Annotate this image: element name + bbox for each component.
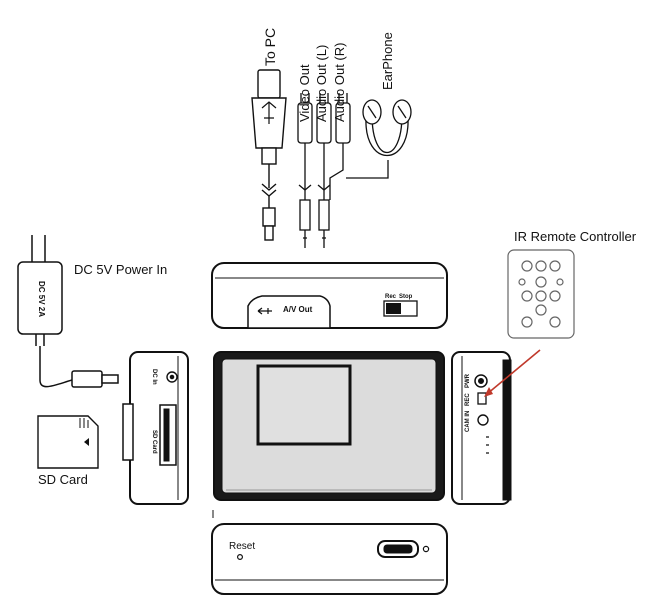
label-sd-card-slot: SD Card <box>151 430 157 454</box>
label-dc-in: DC In <box>151 369 157 385</box>
power-adapter <box>17 235 119 388</box>
rca-cables <box>297 93 351 248</box>
label-audio-out-r: Audio Out (R) <box>332 42 347 122</box>
label-to-pc: To PC <box>262 27 278 66</box>
sd-card <box>37 415 99 469</box>
label-dc-power-in: DC 5V Power In <box>74 262 168 277</box>
earphone <box>346 99 412 179</box>
label-pwr: PWR <box>465 374 471 388</box>
label-av-out: A/V Out <box>283 305 313 314</box>
device-right-view <box>451 351 512 505</box>
label-rec-button: REC <box>465 393 471 406</box>
ir-remote <box>507 249 575 339</box>
device-left-view <box>122 351 189 505</box>
label-cam-in: CAM IN <box>465 410 471 432</box>
label-stop-switch: Stop <box>399 294 413 300</box>
ir-arrow <box>484 349 541 397</box>
label-earphone: EarPhone <box>380 32 395 90</box>
label-rec-switch: Rec <box>385 294 397 300</box>
label-audio-out-l: Audio Out (L) <box>314 44 329 122</box>
device-bottom-view <box>211 523 448 595</box>
label-sd-card: SD Card <box>38 472 88 487</box>
label-ir-remote: IR Remote Controller <box>514 229 637 244</box>
device-front-view <box>213 351 445 501</box>
label-video-out: Video Out <box>297 64 312 122</box>
label-adapter-rating: DC 5V 2A <box>37 281 46 318</box>
device-top-view <box>211 262 448 329</box>
usb-cable <box>251 69 287 241</box>
label-reset: Reset <box>229 541 256 552</box>
